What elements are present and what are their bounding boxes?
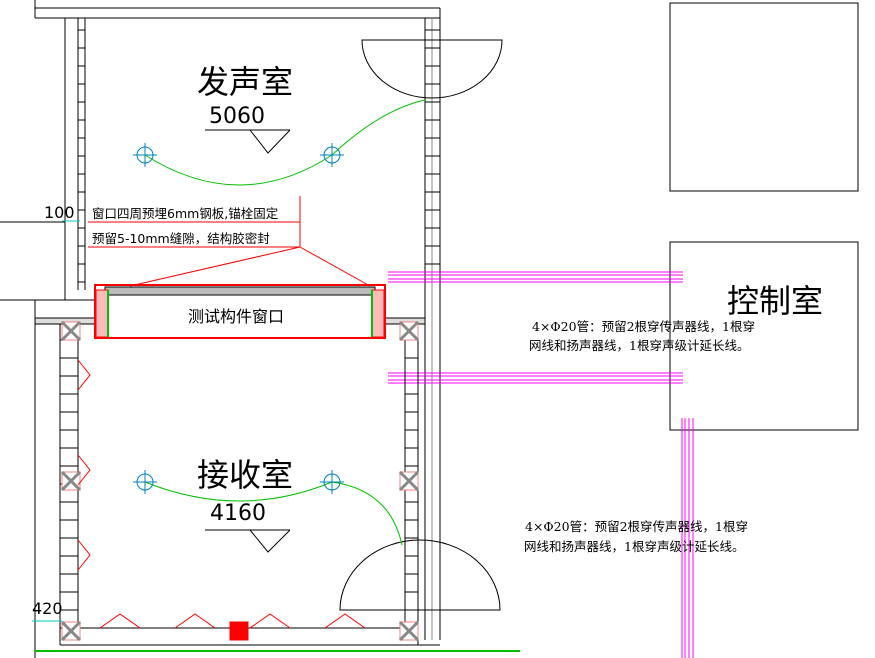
mic-paths (144, 99, 426, 546)
microphone-positions (133, 143, 344, 494)
test-window (94, 284, 386, 339)
conduit-note-2-line-2: 网线和扬声器线，1根穿声级计延长线。 (524, 539, 744, 554)
receiving-level-marker (205, 529, 291, 553)
control-room-box (669, 241, 859, 431)
annotation-line-1: 窗口四周预埋6mm钢板,锚栓固定 (92, 206, 278, 221)
lower-door-swing (339, 539, 501, 611)
absorber-wedges (77, 359, 366, 641)
receiving-room-volume: 4160 (210, 501, 266, 526)
annotation-leader (88, 196, 371, 287)
dimension-bottom: 420 (32, 599, 63, 618)
annotation-line-2: 预留5-10mm缝隙，结构胶密封 (92, 231, 270, 246)
conduit-note-1-line-1: 4×Φ20管：预留2根穿传声器线，1根穿 (532, 319, 755, 334)
conduit-lines (388, 271, 694, 658)
dimension-top: 100 (44, 203, 75, 222)
window-label: 测试构件窗口 (188, 307, 284, 326)
emitting-room-volume: 5060 (209, 104, 265, 129)
upper-door-swing (361, 39, 503, 99)
upper-room-walls (0, 0, 441, 658)
control-room-name: 控制室 (727, 282, 823, 320)
emitting-level-marker (205, 129, 291, 154)
brick-pattern (60, 29, 440, 611)
conduit-note-2-line-1: 4×Φ20管：预留2根穿传声器线，1根穿 (525, 519, 748, 534)
emitting-room-name: 发声室 (197, 63, 293, 101)
equipment-room-box (669, 2, 859, 192)
conduit-note-1-line-2: 网线和扬声器线，1根穿声级计延长线。 (529, 338, 749, 353)
columns (60, 320, 420, 642)
receiving-room-name: 接收室 (197, 456, 293, 494)
